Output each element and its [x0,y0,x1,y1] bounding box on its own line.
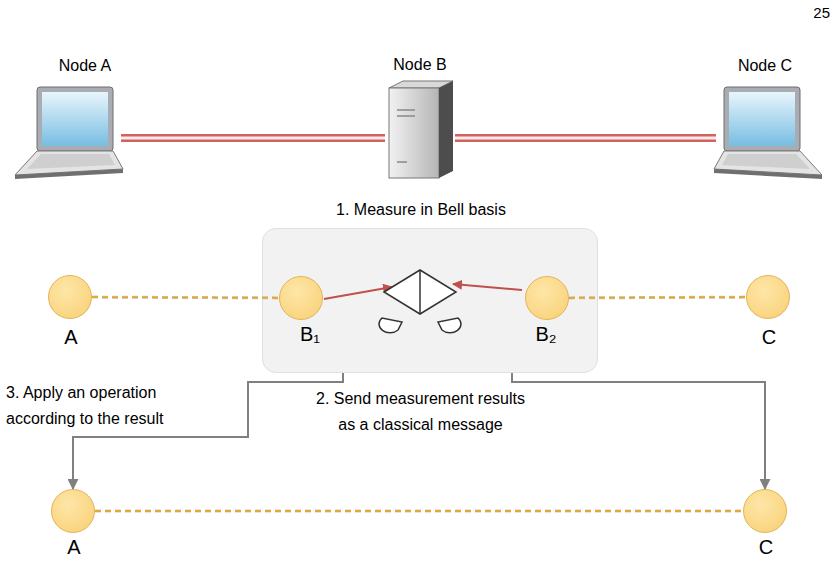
icon-outline [383,80,457,180]
laptop-lid [724,87,800,151]
node-label: Node B [270,52,570,78]
channel-line [455,137,716,140]
entanglement-link [92,297,279,299]
server-front [389,88,439,178]
qubit-circle: B₁ [279,276,323,320]
computer-node: Node A [15,85,123,180]
icon-outline [15,85,123,180]
laptop-edge [15,169,123,179]
channel-line [455,134,716,142]
step-note: 3. Apply an operation according to the r… [6,380,206,432]
qubit-circle: A [51,489,95,533]
icon-outline [714,85,822,180]
laptop-icon [714,87,822,179]
laptop-lid [37,87,113,151]
channel-line [121,137,385,140]
message-line [512,373,765,489]
qubit-circle: A [48,275,92,319]
classical-message [512,373,765,489]
server-slot [397,115,415,117]
qubit-circle: C [743,489,787,533]
qubit-label: B₁ [160,321,460,347]
server-slot [397,109,415,111]
channel-line [121,134,385,142]
entanglement-shadow [92,296,279,300]
qubit-label: C [616,534,838,560]
server-node: Node B [383,80,457,180]
entanglement-line [95,510,743,512]
qubit-circle: B₂ [525,276,569,320]
qubit-label: A [0,534,224,560]
qubit-circle: C [746,275,790,319]
server-slot [397,161,407,163]
quantum-channel [121,138,385,139]
page-number: 25 [790,0,830,26]
qubit-label: B₂ [396,321,696,347]
laptop-edge [714,169,822,179]
laptop-keyboard [27,154,115,169]
entanglement-shadow [95,510,743,513]
server-side [439,81,453,178]
qubit-label: A [0,324,221,350]
laptop-screen [42,92,108,146]
computer-node: Node C [714,85,822,180]
quantum-channel [455,138,716,139]
entanglement-link [95,511,743,512]
entanglement-line [92,296,279,299]
laptop-keyboard [722,154,810,169]
node-label: Node C [615,53,838,79]
node-label: 1. Measure in Bell basis [271,197,571,223]
step-note: 2. Send measurement results as a classic… [308,386,533,438]
qubit-label: C [619,324,838,350]
measurement-box: 1. Measure in Bell basisB₁B₂ [262,228,598,373]
node-label: Node A [0,53,235,79]
laptop-screen [729,92,795,146]
